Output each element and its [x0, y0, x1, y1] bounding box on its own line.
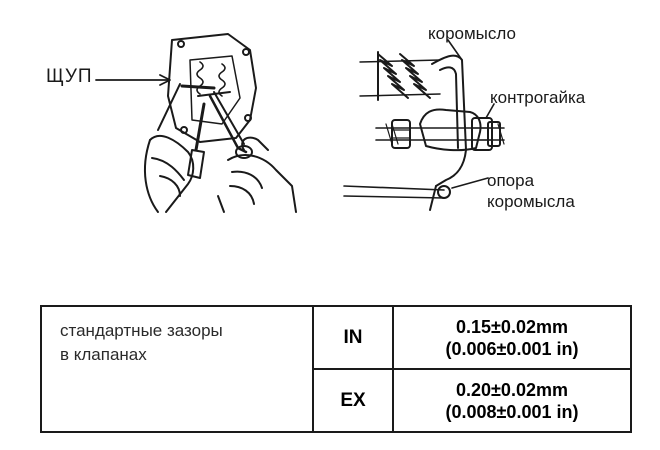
- rocker-arm-label: коромысло: [428, 24, 516, 43]
- clearance-mm-exhaust: 0.20±0.02mm: [456, 379, 568, 400]
- valve-code-exhaust: EX: [312, 368, 394, 433]
- clearance-value-intake: 0.15±0.02mm (0.006±0.001 in): [392, 305, 632, 370]
- valve-adjustment-illustration: [95, 33, 505, 213]
- hands-drawing: [143, 91, 297, 213]
- rocker-pivot-label: опора коромысла: [487, 170, 575, 212]
- clearance-in-exhaust: (0.008±0.001 in): [445, 401, 579, 422]
- rocker-pivot-label-line1: опора: [487, 171, 535, 190]
- description-line-1: стандартные зазоры: [60, 321, 223, 340]
- lock-nut-label: контрогайка: [490, 88, 586, 107]
- valve-clearance-table: стандартные зазоры в клапанах IN 0.15±0.…: [40, 305, 632, 433]
- rocker-arm-drawing: [343, 51, 505, 211]
- clearance-description: стандартные зазоры в клапанах: [40, 305, 314, 433]
- clearance-value-exhaust: 0.20±0.02mm (0.008±0.001 in): [392, 368, 632, 433]
- table-row-exhaust: EX 0.20±0.02mm (0.008±0.001 in): [41, 368, 632, 433]
- valve-code-intake: IN: [312, 305, 394, 370]
- description-line-2: в клапанах: [60, 345, 147, 364]
- rocker-pivot-label-line2: коромысла: [487, 192, 575, 211]
- table-row-intake: стандартные зазоры в клапанах IN 0.15±0.…: [40, 305, 632, 433]
- feeler-gauge-drawing: [157, 83, 216, 131]
- clearance-mm-intake: 0.15±0.02mm: [456, 316, 568, 337]
- feeler-gauge-label: ЩУП: [46, 66, 93, 87]
- clearance-in-intake: (0.006±0.001 in): [445, 338, 579, 359]
